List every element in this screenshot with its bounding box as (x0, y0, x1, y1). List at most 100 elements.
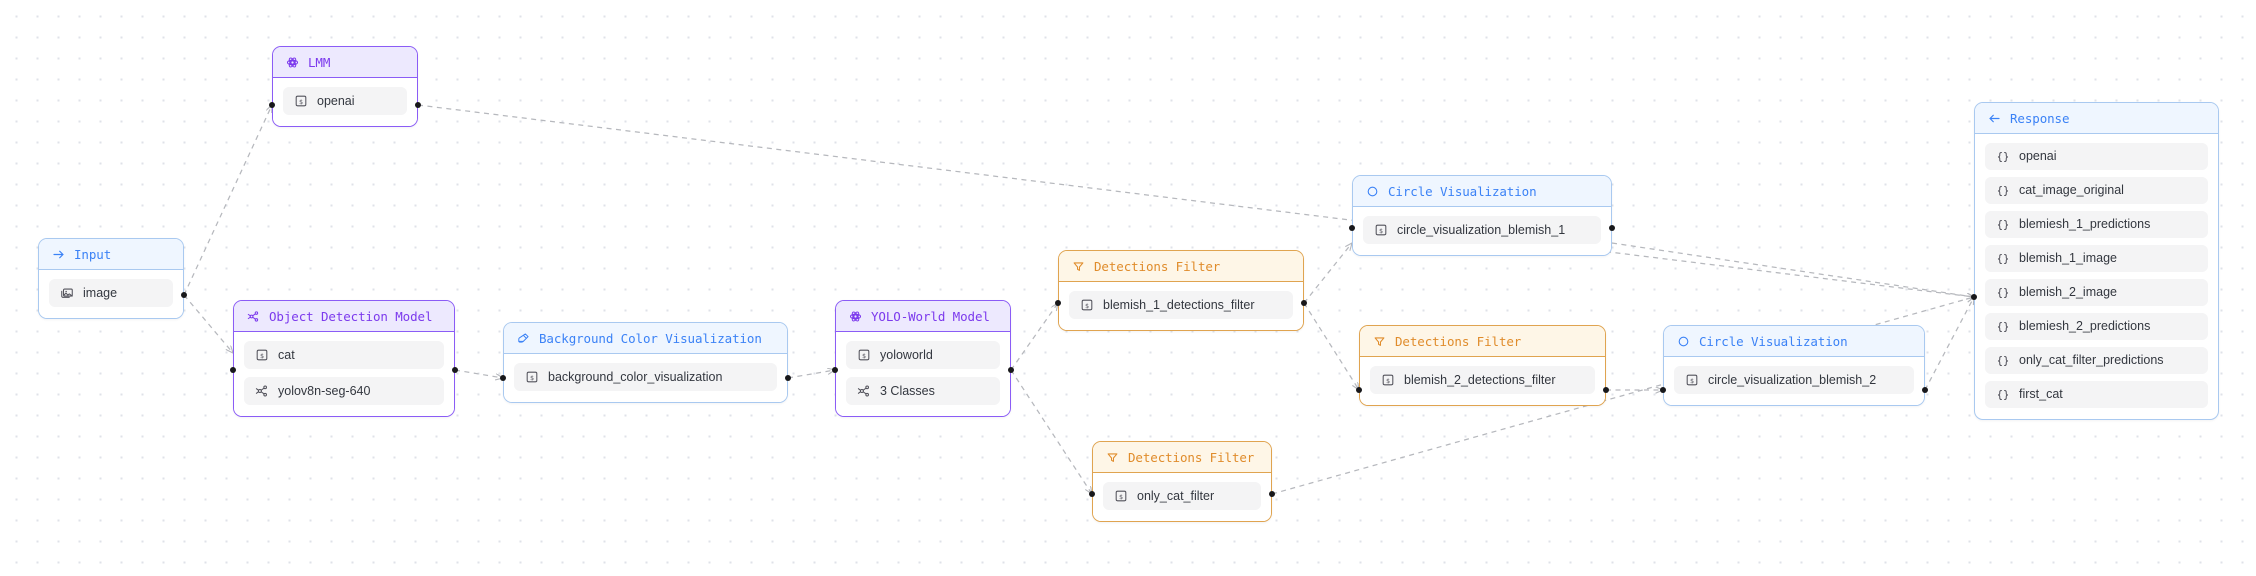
model-icon (857, 385, 869, 397)
port-bgviz-in[interactable] (500, 375, 506, 381)
row-circle-visualization-blemish-1[interactable]: $ circle_visualization_blemish_1 (1363, 216, 1601, 244)
string-icon: $ (1115, 490, 1127, 502)
response-item-label: blemish_1_image (2019, 251, 2117, 266)
row-yoloworld[interactable]: $ yoloworld (846, 341, 1000, 369)
row-blemish-1-detections-filter[interactable]: $ blemish_1_detections_filter (1069, 291, 1293, 319)
response-item-blemiesh-2-predictions[interactable]: blemiesh_2_predictions (1985, 313, 2208, 340)
node-response[interactable]: Response openai cat_image_original (1974, 102, 2219, 420)
node-background-color-visualization[interactable]: Background Color Visualization $ backgro… (503, 322, 788, 403)
node-yolo-world-model-header: YOLO-World Model (836, 301, 1010, 332)
node-yolo-world-model-title: YOLO-World Model (871, 308, 990, 324)
svg-text:$: $ (260, 352, 264, 360)
port-object-detection-in[interactable] (230, 367, 236, 373)
node-yolo-world-model-body: $ yoloworld 3 Classes (836, 332, 1010, 416)
response-item-blemish-2-image[interactable]: blemish_2_image (1985, 279, 2208, 306)
string-icon: $ (1686, 374, 1698, 386)
port-object-detection-out[interactable] (452, 367, 458, 373)
node-background-color-visualization-body: $ background_color_visualization (504, 354, 787, 402)
row-background-color-visualization[interactable]: $ background_color_visualization (514, 363, 777, 391)
node-circle-visualization-blemish-1[interactable]: Circle Visualization $ circle_visualizat… (1352, 175, 1612, 256)
port-filter-blemish2-in[interactable] (1356, 387, 1362, 393)
response-item-label: blemiesh_2_predictions (2019, 319, 2151, 334)
string-icon: $ (1382, 374, 1394, 386)
port-bgviz-out[interactable] (785, 375, 791, 381)
node-circle-visualization-blemish-1-header: Circle Visualization (1353, 176, 1611, 207)
node-yolo-world-model[interactable]: YOLO-World Model $ yoloworld 3 Classes (835, 300, 1011, 417)
node-lmm-body: $ openai (273, 78, 417, 126)
port-yoloworld-in[interactable] (832, 367, 838, 373)
braces-icon (1997, 253, 2009, 264)
row-openai[interactable]: $ openai (283, 87, 407, 115)
response-item-cat-image-original[interactable]: cat_image_original (1985, 177, 2208, 204)
row-cat-label: cat (278, 347, 295, 362)
svg-text:$: $ (862, 352, 866, 360)
node-detections-filter-blemish-1[interactable]: Detections Filter $ blemish_1_detections… (1058, 250, 1304, 331)
node-response-header: Response (1975, 103, 2218, 134)
row-image-label: image (83, 285, 118, 300)
svg-text:$: $ (1379, 227, 1383, 235)
string-icon: $ (1375, 224, 1387, 236)
port-yoloworld-out[interactable] (1008, 367, 1014, 373)
port-circleviz1-in[interactable] (1349, 225, 1355, 231)
node-detections-filter-blemish-2-header: Detections Filter (1360, 326, 1605, 357)
node-detections-filter-blemish-2[interactable]: Detections Filter $ blemish_2_detections… (1359, 325, 1606, 406)
response-item-openai[interactable]: openai (1985, 143, 2208, 170)
response-item-blemish-1-image[interactable]: blemish_1_image (1985, 245, 2208, 272)
row-circle-visualization-blemish-2-label: circle_visualization_blemish_2 (1708, 372, 1877, 387)
svg-text:$: $ (530, 374, 534, 382)
port-filter-onlycat-out[interactable] (1269, 491, 1275, 497)
response-item-label: blemiesh_1_predictions (2019, 217, 2151, 232)
port-filter-onlycat-in[interactable] (1089, 491, 1095, 497)
node-input-body: image (39, 270, 183, 318)
node-circle-visualization-blemish-2-header: Circle Visualization (1664, 326, 1924, 357)
node-circle-visualization-blemish-1-body: $ circle_visualization_blemish_1 (1353, 207, 1611, 255)
row-blemish-2-detections-filter-label: blemish_2_detections_filter (1404, 372, 1556, 387)
port-response-in[interactable] (1971, 294, 1977, 300)
port-filter-blemish2-out[interactable] (1603, 387, 1609, 393)
node-circle-visualization-blemish-2-title: Circle Visualization (1699, 333, 1848, 349)
response-item-only-cat-filter-predictions[interactable]: only_cat_filter_predictions (1985, 347, 2208, 374)
filter-icon (1073, 261, 1084, 271)
string-icon: $ (858, 349, 870, 361)
row-blemish-2-detections-filter[interactable]: $ blemish_2_detections_filter (1370, 366, 1595, 394)
response-item-first-cat[interactable]: first_cat (1985, 381, 2208, 408)
response-item-list: openai cat_image_original blemiesh_1_pre… (1975, 134, 2218, 419)
port-lmm-in[interactable] (269, 102, 275, 108)
response-item-label: first_cat (2019, 387, 2063, 402)
svg-text:$: $ (1119, 493, 1123, 501)
port-circleviz2-out[interactable] (1922, 387, 1928, 393)
svg-text:$: $ (1386, 377, 1390, 385)
node-detections-filter-only-cat[interactable]: Detections Filter $ only_cat_filter (1092, 441, 1272, 522)
response-item-label: blemish_2_image (2019, 285, 2117, 300)
port-circleviz2-in[interactable] (1660, 387, 1666, 393)
row-yolov8n-seg-640[interactable]: yolov8n-seg-640 (244, 377, 444, 405)
braces-icon (1997, 151, 2009, 162)
node-object-detection-model[interactable]: Object Detection Model $ cat yolov8n-seg… (233, 300, 455, 417)
row-image[interactable]: image (49, 279, 173, 307)
node-detections-filter-blemish-1-header: Detections Filter (1059, 251, 1303, 282)
string-icon: $ (256, 349, 268, 361)
response-item-blemiesh-1-predictions[interactable]: blemiesh_1_predictions (1985, 211, 2208, 238)
row-3-classes[interactable]: 3 Classes (846, 377, 1000, 405)
node-circle-visualization-blemish-2[interactable]: Circle Visualization $ circle_visualizat… (1663, 325, 1925, 406)
row-3-classes-label: 3 Classes (880, 383, 935, 398)
node-object-detection-model-title: Object Detection Model (269, 308, 433, 324)
row-yolov8n-seg-640-label: yolov8n-seg-640 (278, 383, 371, 398)
node-input[interactable]: Input image (38, 238, 184, 319)
row-only-cat-filter[interactable]: $ only_cat_filter (1103, 482, 1261, 510)
port-filter-blemish1-in[interactable] (1055, 300, 1061, 306)
port-lmm-out[interactable] (415, 102, 421, 108)
node-lmm-header: LMM (273, 47, 417, 78)
port-circleviz1-out[interactable] (1609, 225, 1615, 231)
row-circle-visualization-blemish-2[interactable]: $ circle_visualization_blemish_2 (1674, 366, 1914, 394)
node-circle-visualization-blemish-2-body: $ circle_visualization_blemish_2 (1664, 357, 1924, 405)
port-input-out[interactable] (181, 292, 187, 298)
row-openai-label: openai (317, 93, 355, 108)
node-circle-visualization-blemish-1-title: Circle Visualization (1388, 183, 1537, 199)
node-lmm[interactable]: LMM $ openai (272, 46, 418, 127)
string-icon: $ (295, 95, 307, 107)
row-cat[interactable]: $ cat (244, 341, 444, 369)
port-filter-blemish1-out[interactable] (1301, 300, 1307, 306)
braces-icon (1997, 389, 2009, 400)
